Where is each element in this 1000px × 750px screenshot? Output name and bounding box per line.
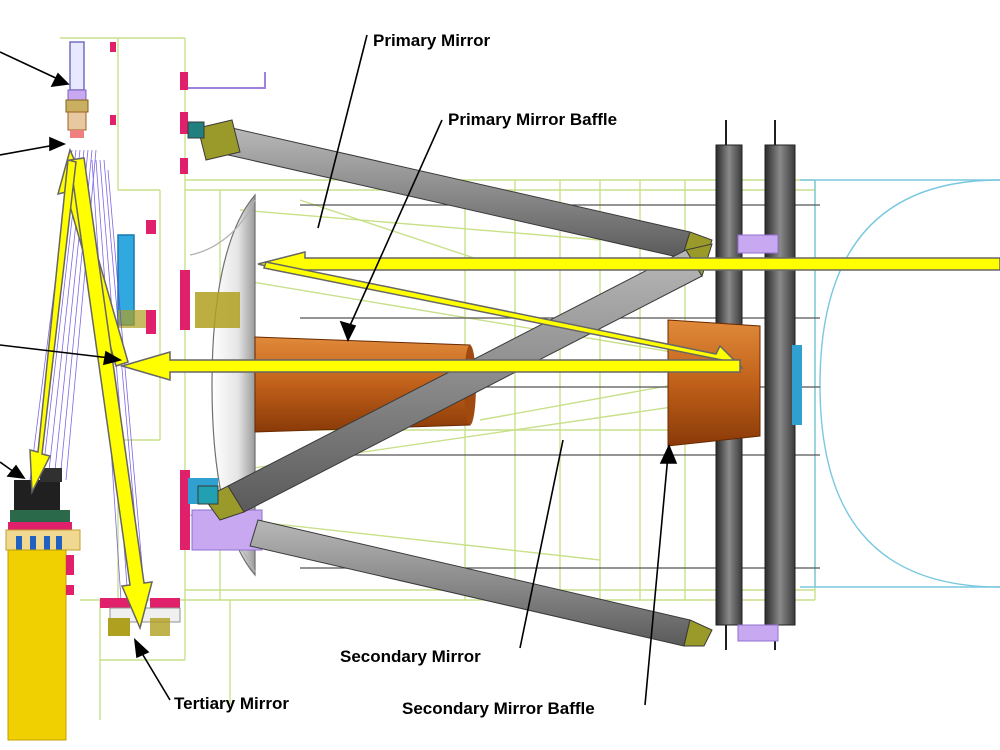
label-primary-mirror: Primary Mirror: [373, 31, 491, 50]
ray-path-arrows: [29, 147, 1000, 631]
secondary-mirror-baffle: [667, 319, 761, 447]
strut-upper: [187, 119, 713, 259]
truss-struts: [187, 119, 713, 647]
label-secondary-mirror: Secondary Mirror: [340, 647, 481, 666]
callout-lines: [0, 34, 678, 706]
ray-arrow-return: [119, 351, 741, 381]
instrument-assembly: [5, 41, 181, 741]
ray-arrow-down-detector: [29, 159, 77, 495]
label-secondary-mirror-baffle: Secondary Mirror Baffle: [402, 699, 595, 718]
label-primary-mirror-baffle: Primary Mirror Baffle: [448, 110, 617, 129]
callout-labels: Primary Mirror Primary Mirror Baffle Sec…: [174, 31, 617, 718]
ray-arrow-incoming: [257, 251, 1000, 277]
strut-lower: [249, 519, 713, 647]
label-tertiary-mirror: Tertiary Mirror: [174, 694, 289, 713]
ray-arrow-down-tertiary: [69, 157, 154, 631]
